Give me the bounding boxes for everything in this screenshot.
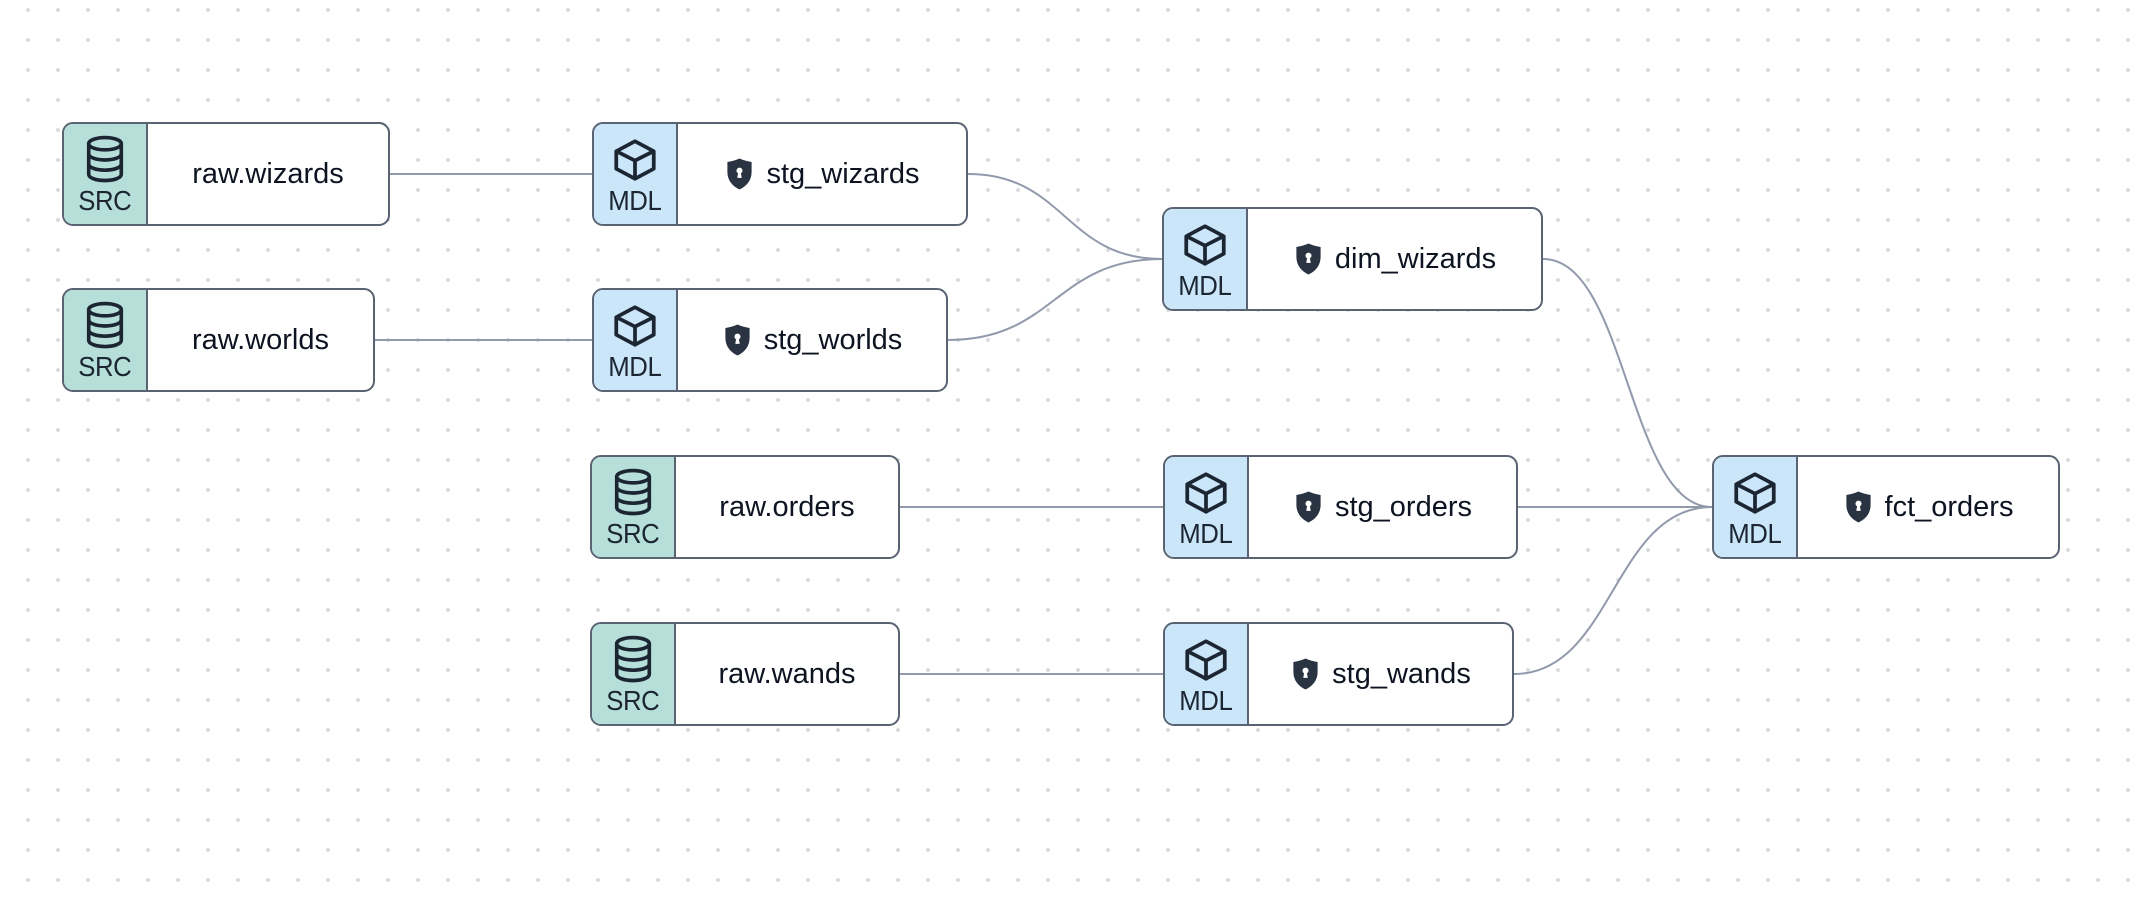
- shield-icon: [722, 323, 753, 357]
- node-type-badge: MDL: [1164, 209, 1248, 309]
- database-icon: [82, 135, 128, 185]
- node-name: stg_wizards: [766, 157, 920, 190]
- node-type-label: MDL: [1728, 518, 1782, 549]
- lineage-node-fct_orders[interactable]: MDL fct_orders: [1712, 455, 2060, 559]
- shield-icon: [1293, 242, 1324, 276]
- node-body: stg_wands: [1249, 624, 1512, 724]
- node-type-label: MDL: [1179, 685, 1233, 716]
- node-type-label: SRC: [78, 185, 132, 216]
- node-name: stg_wands: [1332, 657, 1471, 690]
- node-type-badge: MDL: [1165, 624, 1249, 724]
- node-type-label: SRC: [606, 518, 660, 549]
- node-body: dim_wizards: [1248, 209, 1541, 309]
- cube-icon: [610, 135, 660, 185]
- edge-dim_wizards-to-fct_orders[interactable]: [1542, 258, 1713, 508]
- node-type-badge: MDL: [594, 290, 678, 390]
- node-body: stg_wizards: [678, 124, 966, 224]
- node-type-badge: SRC: [64, 124, 148, 224]
- shield-icon: [724, 157, 755, 191]
- shield-icon: [1293, 490, 1324, 524]
- node-body: raw.worlds: [148, 290, 373, 390]
- node-name: fct_orders: [1884, 490, 2014, 523]
- node-type-badge: MDL: [594, 124, 678, 224]
- lineage-node-stg_wands[interactable]: MDL stg_wands: [1163, 622, 1514, 726]
- node-body: raw.wizards: [148, 124, 388, 224]
- node-body: fct_orders: [1798, 457, 2058, 557]
- node-type-badge: MDL: [1714, 457, 1798, 557]
- node-type-label: SRC: [78, 351, 132, 382]
- node-name: raw.wizards: [192, 157, 344, 190]
- lineage-node-stg_worlds[interactable]: MDL stg_worlds: [592, 288, 948, 392]
- cube-icon: [1180, 220, 1230, 270]
- node-name: raw.orders: [719, 490, 855, 523]
- cube-icon: [1181, 468, 1231, 518]
- node-type-badge: MDL: [1165, 457, 1249, 557]
- cube-icon: [1730, 468, 1780, 518]
- edge-stg_wands-to-fct_orders[interactable]: [1513, 506, 1713, 675]
- node-body: raw.orders: [676, 457, 898, 557]
- lineage-node-stg_wizards[interactable]: MDL stg_wizards: [592, 122, 968, 226]
- node-body: stg_orders: [1249, 457, 1516, 557]
- shield-icon: [1290, 657, 1321, 691]
- node-name: stg_worlds: [763, 323, 903, 356]
- node-name: stg_orders: [1334, 490, 1472, 523]
- lineage-node-raw.wands[interactable]: SRC raw.wands: [590, 622, 900, 726]
- lineage-node-raw.orders[interactable]: SRC raw.orders: [590, 455, 900, 559]
- lineage-node-stg_orders[interactable]: MDL stg_orders: [1163, 455, 1518, 559]
- node-type-badge: SRC: [592, 457, 676, 557]
- cube-icon: [1181, 635, 1231, 685]
- node-type-label: MDL: [608, 185, 662, 216]
- lineage-node-raw.wizards[interactable]: SRC raw.wizards: [62, 122, 390, 226]
- edge-stg_worlds-to-dim_wizards[interactable]: [947, 258, 1163, 341]
- node-type-label: MDL: [608, 351, 662, 382]
- node-type-badge: SRC: [64, 290, 148, 390]
- node-name: raw.wands: [718, 657, 856, 690]
- edge-stg_wizards-to-dim_wizards[interactable]: [967, 173, 1163, 260]
- node-body: stg_worlds: [678, 290, 946, 390]
- node-name: dim_wizards: [1334, 242, 1497, 275]
- shield-icon: [1843, 490, 1874, 524]
- database-icon: [610, 468, 656, 518]
- node-name: raw.worlds: [192, 323, 329, 356]
- lineage-node-dim_wizards[interactable]: MDL dim_wizards: [1162, 207, 1543, 311]
- lineage-node-raw.worlds[interactable]: SRC raw.worlds: [62, 288, 375, 392]
- node-type-label: MDL: [1178, 270, 1232, 301]
- node-type-badge: SRC: [592, 624, 676, 724]
- node-body: raw.wands: [676, 624, 898, 724]
- cube-icon: [610, 301, 660, 351]
- node-type-label: MDL: [1179, 518, 1233, 549]
- node-type-label: SRC: [606, 685, 660, 716]
- database-icon: [610, 635, 656, 685]
- database-icon: [82, 301, 128, 351]
